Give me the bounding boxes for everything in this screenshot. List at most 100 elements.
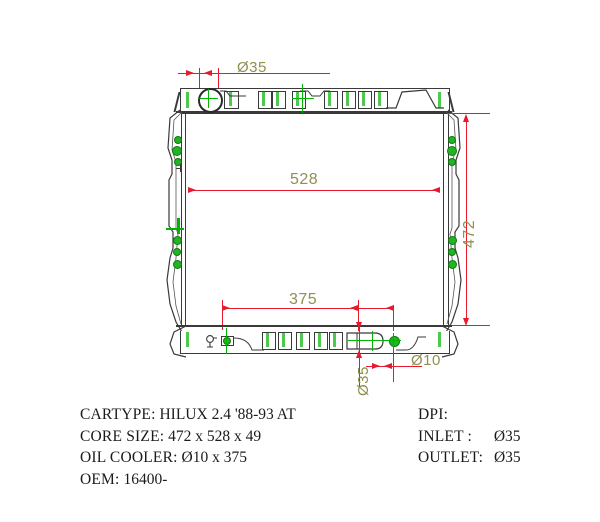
dim-528-label: 528 [290, 171, 319, 188]
core-centerline-vertical [302, 84, 303, 128]
top-tank-tab [229, 92, 232, 106]
dim-375-arrow-right [350, 305, 358, 311]
spec-value-core-size: 472 x 528 x 49 [168, 427, 262, 445]
left-bracket-pin [177, 218, 180, 234]
dim-528-line [188, 190, 440, 191]
spec-value-oil-cooler: Ø10 x 375 [181, 449, 247, 466]
spec-value-oem: 16400- [123, 470, 168, 488]
top-tank-tab [346, 92, 349, 106]
outlet-centerline-v2 [372, 331, 373, 351]
top-tank-tab [362, 92, 365, 106]
right-bracket-bolt-hole [447, 146, 457, 156]
dim-d10-line [366, 366, 422, 367]
spec-row-dpi: DPI: [418, 404, 521, 426]
dim-472-arrow-top [463, 114, 469, 122]
spec-row-oil-cooler: OIL COOLER: Ø10 x 375 [80, 447, 296, 469]
outlet-centerline-h [348, 340, 386, 341]
bottom-tank-boss [314, 332, 328, 350]
dim-filler-arrow-right [204, 70, 212, 76]
dim-375-line [222, 308, 394, 309]
dim-528-arrow-left [188, 187, 196, 193]
dim-d10-arrow-left [372, 363, 380, 369]
spec-column-left: CARTYPE: HILUX 2.4 '88-93 AT CORE SIZE: … [80, 404, 296, 490]
top-tank-tab [378, 92, 381, 106]
dim-472-line [466, 116, 467, 322]
spec-label-dpi: DPI: [418, 406, 449, 423]
bottom-tank-boss [262, 332, 276, 350]
right-side-bracket [445, 109, 462, 333]
oil-cooler-left-centerline [226, 328, 227, 354]
bottom-tank-tab [186, 332, 189, 347]
spec-label-core-size: CORE SIZE: [80, 427, 165, 445]
left-bracket-bolt-hole [173, 248, 181, 256]
dim-375-ext-far-right [393, 305, 394, 333]
dim-d10-ext-v [393, 348, 394, 382]
bottom-tank-boss [296, 332, 310, 350]
spec-label-oem: OEM: [80, 470, 120, 488]
dim-filler-line-right [218, 73, 330, 74]
left-bracket-bolt-hole [174, 158, 182, 166]
top-tank-boss [358, 91, 372, 109]
dim-filler-arrow-left [186, 70, 194, 76]
top-tank-boss [374, 91, 388, 109]
spec-label-cartype: CARTYPE: [80, 406, 156, 423]
spec-value-cartype: HILUX 2.4 '88-93 AT [159, 406, 296, 423]
spec-row-oem: OEM: 16400- [80, 469, 296, 491]
top-tank-tab [186, 92, 189, 108]
top-tank-dip [300, 90, 330, 97]
dim-filler-ext-left [199, 68, 200, 90]
dim-375-arrow-left [222, 305, 230, 311]
top-tank-base [176, 111, 452, 113]
dim-d10-label: Ø10 [411, 352, 441, 369]
dim-outlet-arrow-top [356, 322, 362, 330]
left-bracket-bolt-hole [173, 236, 182, 245]
left-bracket-pin-cross [166, 228, 184, 230]
bottom-tank-curve-left [234, 337, 264, 351]
top-tank-hump [386, 89, 444, 109]
dim-472-ext-top [448, 113, 490, 114]
top-tank-tab [276, 92, 279, 106]
specification-block: CARTYPE: HILUX 2.4 '88-93 AT CORE SIZE: … [0, 404, 600, 504]
spec-value-inlet: Ø35 [493, 427, 521, 445]
drain-cock-icon [206, 335, 217, 348]
spec-label-oil-cooler: OIL COOLER: [80, 449, 178, 466]
dim-375-ext-left [222, 300, 223, 330]
radiator-core [181, 113, 449, 327]
spec-label-inlet: INLET : [418, 427, 473, 445]
dim-filler-ext-right [218, 68, 219, 90]
bottom-tank-tab [300, 333, 303, 347]
core-centerline-cross [292, 98, 314, 99]
spec-row-cartype: CARTYPE: HILUX 2.4 '88-93 AT [80, 404, 296, 426]
clipped-footer-text [8, 509, 592, 519]
bottom-tank-curve-right [396, 336, 426, 351]
left-bracket-bolt-hole [174, 136, 182, 144]
core-inner-right-edge [443, 113, 444, 325]
bottom-tank-tab [438, 332, 441, 347]
top-tank-boss [292, 91, 306, 109]
top-tank-boss [224, 91, 239, 109]
left-bracket-tab [176, 168, 182, 169]
top-tank-boss [272, 91, 286, 109]
right-bracket-bolt-hole [448, 136, 456, 144]
spec-row-outlet: OUTLET: Ø35 [418, 447, 521, 469]
bottom-tank-tab [333, 333, 336, 347]
bottom-tank-bolt [223, 337, 231, 345]
dim-filler-line-left [178, 73, 224, 74]
top-tank-boss [258, 91, 272, 109]
top-tank-notch [220, 90, 246, 97]
spec-row-inlet: INLET : Ø35 [418, 426, 521, 448]
outlet-port [346, 332, 384, 350]
right-bracket-bolt-hole [448, 236, 457, 245]
bottom-tank-boss [278, 332, 292, 350]
top-tank-tab [296, 92, 299, 106]
left-bracket-bolt-hole [172, 146, 182, 156]
bottom-tank-top-edge [176, 325, 452, 327]
bottom-tank-tab [266, 333, 269, 347]
dim-472-arrow-bottom [463, 318, 469, 326]
bottom-tank-left-ear [169, 326, 187, 358]
right-bracket-bolt-hole [448, 260, 457, 269]
spec-row-core-size: CORE SIZE: 472 x 528 x 49 [80, 426, 296, 448]
filler-neck-circle [198, 88, 223, 113]
dim-outlet-label: Ø35 [355, 366, 372, 396]
